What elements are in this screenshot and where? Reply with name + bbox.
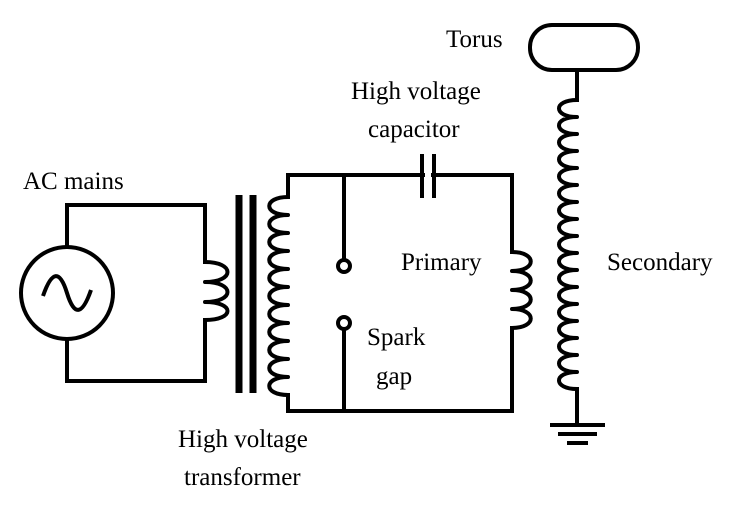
label-torus: Torus bbox=[446, 26, 503, 53]
primary-coil bbox=[510, 250, 533, 330]
label-capacitor-line2: capacitor bbox=[368, 116, 460, 143]
torus-shape bbox=[528, 23, 640, 72]
label-spark-gap-line2: gap bbox=[376, 363, 412, 390]
label-secondary: Secondary bbox=[607, 249, 713, 276]
mains-wire-top bbox=[65, 203, 207, 264]
secondary-coil bbox=[557, 98, 579, 391]
tank-wire-bottom bbox=[286, 326, 514, 413]
sine-wave-icon bbox=[41, 274, 93, 312]
transformer-secondary-coil bbox=[267, 195, 290, 397]
label-ac-mains: AC mains bbox=[23, 168, 124, 195]
ac-source bbox=[19, 245, 115, 341]
spark-gap-electrode-top bbox=[336, 258, 352, 274]
label-primary: Primary bbox=[401, 249, 482, 276]
mains-wire-bottom bbox=[65, 318, 207, 383]
tank-wire-top-right bbox=[431, 173, 514, 254]
label-capacitor-line1: High voltage bbox=[351, 78, 481, 105]
label-spark-gap-line1: Spark bbox=[367, 324, 426, 351]
ground-icon bbox=[550, 423, 605, 445]
label-transformer-line1: High voltage bbox=[178, 426, 308, 453]
transformer-primary-coil bbox=[203, 260, 230, 322]
spark-gap-electrode-bottom bbox=[336, 315, 352, 331]
tank-wire-top-left bbox=[286, 173, 425, 199]
label-transformer-line2: transformer bbox=[184, 464, 301, 491]
